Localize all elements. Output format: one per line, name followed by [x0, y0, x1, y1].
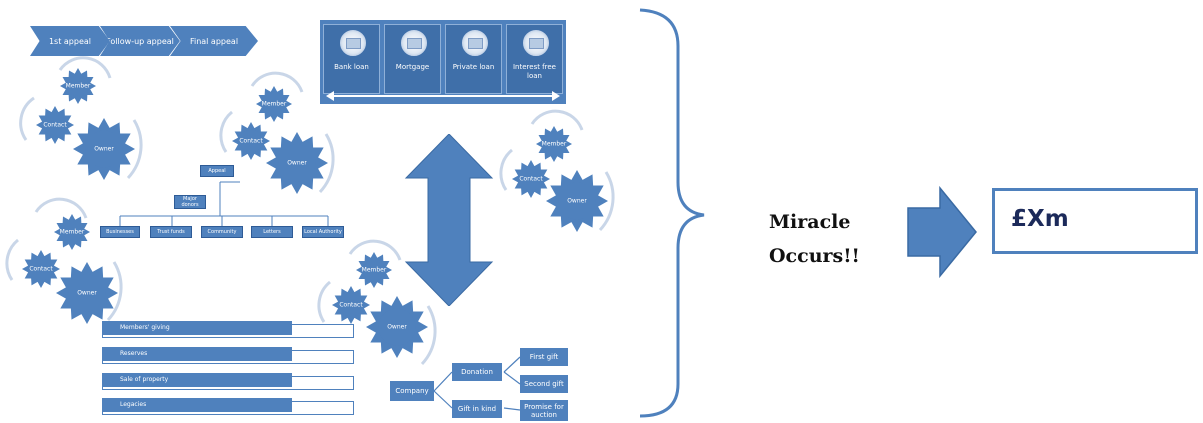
- loan-label: Private loan: [452, 63, 495, 71]
- org-appeal-box: Appeal: [200, 165, 234, 177]
- loan-interest-free: Interest free loan: [506, 24, 563, 94]
- gear-clusters: [5, 56, 615, 366]
- loan-label: Bank loan: [334, 63, 369, 71]
- org-leaf: Local Authority: [302, 226, 344, 238]
- giving-bar: Legacies: [102, 398, 292, 412]
- company-tree-connectors: [433, 356, 521, 411]
- computer-icon: [401, 30, 427, 56]
- giving-bar: Reserves: [102, 347, 292, 361]
- computer-icon: [340, 30, 366, 56]
- org-major-donors-box: Major donors: [174, 195, 206, 209]
- giving-bar: Members' giving: [102, 321, 292, 335]
- gear-cluster-1: [19, 56, 143, 180]
- gear-cluster-5: [317, 239, 437, 366]
- gear-label-owner: Owner: [387, 323, 407, 331]
- double-arrow-icon: [404, 134, 494, 306]
- loan-bank: Bank loan: [323, 24, 380, 94]
- gear-label-member: Member: [65, 82, 91, 90]
- gear-label-contact: Contact: [29, 265, 53, 273]
- gear-label-contact: Contact: [43, 121, 67, 129]
- gear-label-owner: Owner: [287, 159, 307, 167]
- loan-private: Private loan: [445, 24, 502, 94]
- org-leaf: Letters: [251, 226, 293, 238]
- miracle-text: Miracle Occurs!!: [769, 205, 860, 273]
- gear-cluster-2: [219, 71, 335, 194]
- appeal-chevron-1: 1st appeal: [30, 26, 110, 56]
- result-value: £Xm: [1011, 206, 1069, 232]
- promise-for-auction-box: Promise for auction: [520, 400, 568, 421]
- company-box: Company: [390, 381, 434, 401]
- gear-label-owner: Owner: [94, 145, 114, 153]
- gear-label-contact: Contact: [519, 175, 543, 183]
- donation-box: Donation: [452, 363, 502, 381]
- gear-label-member: Member: [261, 100, 287, 108]
- miracle-line-1: Miracle: [769, 211, 851, 233]
- org-chart-connectors: [119, 181, 329, 226]
- org-leaf: Businesses: [100, 226, 140, 238]
- gear-label-owner: Owner: [567, 197, 587, 205]
- org-leaf: Trust funds: [150, 226, 192, 238]
- result-box: £Xm: [992, 188, 1198, 254]
- computer-icon: [523, 30, 549, 56]
- curly-brace: [639, 8, 705, 418]
- gear-label-owner: Owner: [77, 289, 97, 297]
- right-arrow-icon: [907, 186, 977, 278]
- gear-label-member: Member: [361, 266, 387, 274]
- gear-label-member: Member: [541, 140, 567, 148]
- appeal-chevron-3: Final appeal: [170, 26, 258, 56]
- miracle-line-2: Occurs!!: [769, 245, 860, 267]
- gear-cluster-3: [499, 109, 615, 232]
- gift-in-kind-box: Gift in kind: [452, 400, 502, 418]
- gear-cluster-4: [5, 197, 123, 324]
- gear-label-member: Member: [59, 228, 85, 236]
- giving-bar: Sale of property: [102, 373, 292, 387]
- org-leaf: Community groups: [201, 226, 243, 238]
- gear-label-contact: Contact: [339, 301, 363, 309]
- loan-options-panel: Bank loan Mortgage Private loan Interest…: [320, 20, 566, 104]
- first-gift-box: First gift: [520, 348, 568, 366]
- loan-range-arrow: [326, 91, 560, 101]
- loan-label: Interest free loan: [512, 63, 556, 80]
- second-gift-box: Second gift: [520, 375, 568, 393]
- computer-icon: [462, 30, 488, 56]
- appeal-chevron-2: Follow-up appeal: [100, 26, 180, 56]
- loan-label: Mortgage: [395, 63, 430, 71]
- gear-label-contact: Contact: [239, 137, 263, 145]
- loan-mortgage: Mortgage: [384, 24, 441, 94]
